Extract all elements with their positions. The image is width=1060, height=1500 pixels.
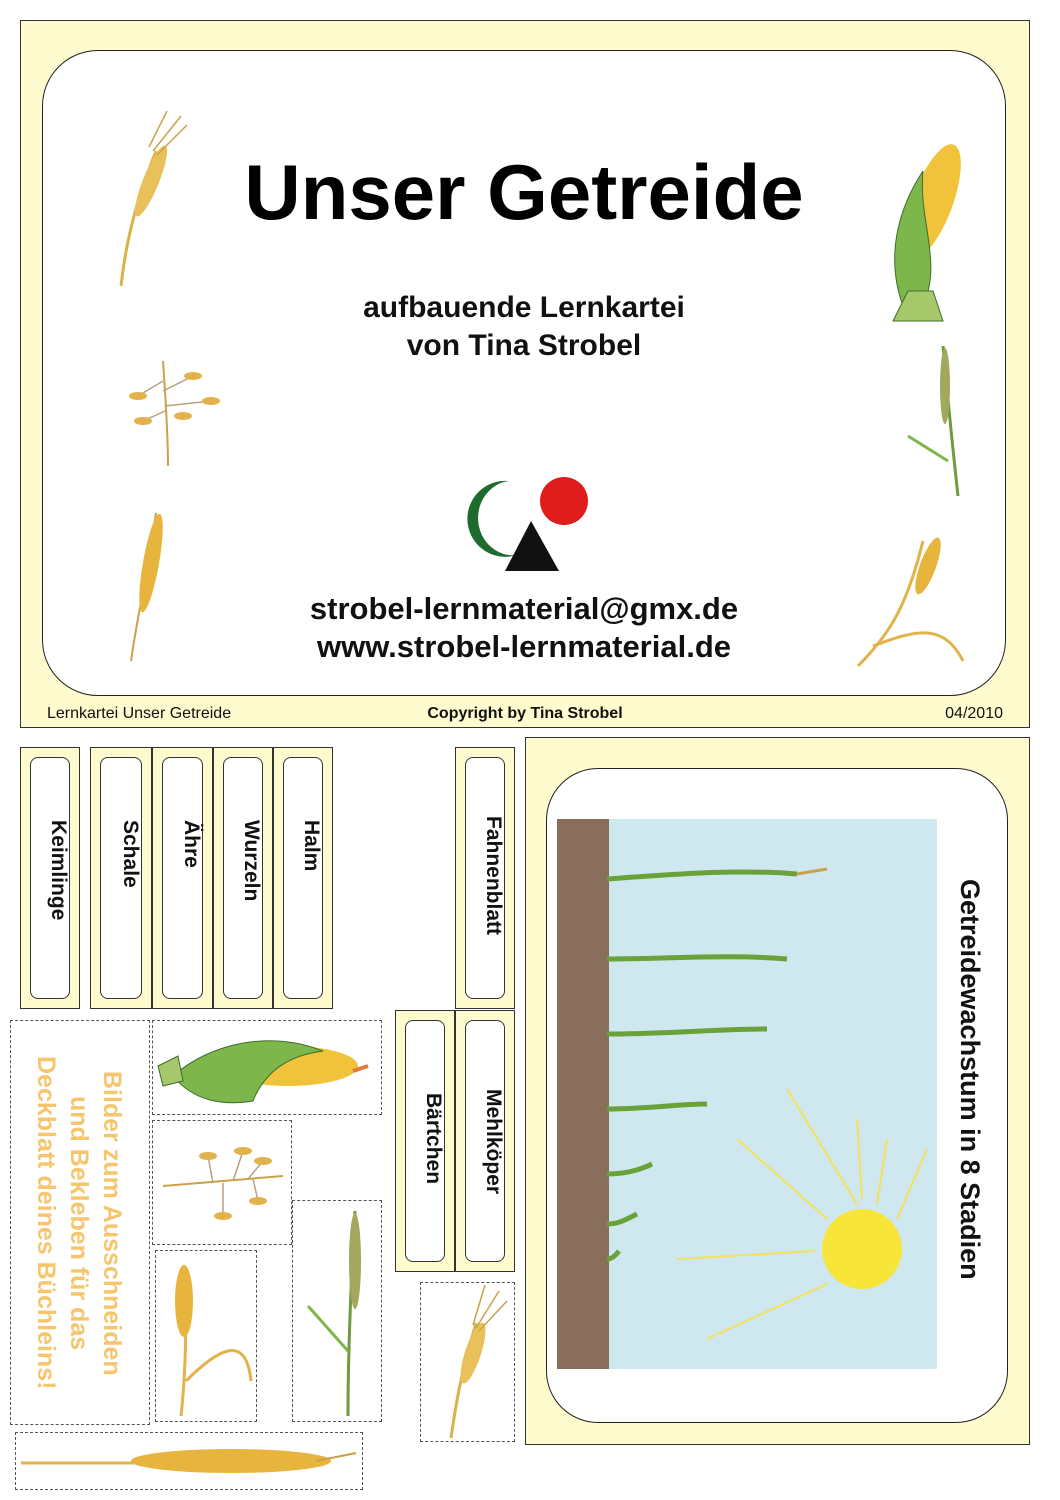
footer-date: 04/2010 [945,705,1003,722]
growth-stages-illustration [557,819,937,1369]
label-card-fahnenblatt[interactable]: Fahnenblatt [455,747,515,1009]
wheat-stalk-icon [856,537,965,668]
label-card-keimlinge[interactable]: Keimlinge [20,747,80,1009]
oat-icon [162,1147,284,1220]
barley-ear-icon [119,111,188,287]
label-text: Ähre [180,820,203,868]
cutout-corn[interactable] [152,1020,382,1115]
page-title: Unser Getreide [244,148,804,236]
label-text: Wurzeln [240,820,263,902]
label-text: Halm [300,820,323,872]
footer-copyright: Copyright by Tina Strobel [427,705,623,722]
subtitle-line-2: von Tina Strobel [406,329,642,362]
label-card-inner: Halm [283,757,323,999]
cutout-instructions-text: Bilder zum Ausschneiden und Bekleben für… [29,1033,128,1413]
seedling-icon [606,869,798,1262]
label-card-inner: Mehlköper [465,1020,505,1262]
cutout-barley[interactable] [420,1282,515,1442]
rye-ear-icon [907,345,960,497]
label-card-schale[interactable]: Schale [90,747,152,1009]
label-card-baertchen[interactable]: Bärtchen [395,1010,455,1272]
note-line-1: Bilder zum Ausschneiden [98,1070,126,1376]
corn-cob-icon [892,144,961,322]
label-card-inner: Schale [100,757,142,999]
note-line-2: und Bekleben für das [65,1095,93,1351]
cutout-instructions: Bilder zum Ausschneiden und Bekleben für… [10,1020,150,1425]
label-card-mehlkoeper[interactable]: Mehlköper [455,1010,515,1272]
barley-ear-icon [449,1284,508,1439]
label-text: Mehlköper [482,1089,505,1195]
cutout-rye[interactable] [292,1200,382,1422]
growth-card: Getreidewachstum in 8 Stadien [525,737,1030,1445]
email-link[interactable]: strobel-lernmaterial@gmx.de [309,591,739,626]
label-text: Schale [119,820,142,888]
label-card-aehre[interactable]: Ähre [152,747,213,1009]
label-card-wurzeln[interactable]: Wurzeln [213,747,273,1009]
wheat-stalk-icon [175,1265,253,1417]
growth-stages-label: Getreidewachstum in 8 Stadien [955,879,985,1280]
note-line-3: Deckblatt deines Büchleins! [32,1056,60,1390]
label-text: Fahnenblatt [482,816,505,935]
corn-cob-icon [157,1040,369,1104]
label-card-halm[interactable]: Halm [273,747,333,1009]
logo-icon [467,477,588,571]
title-card-inner: Unser Getreide aufbauende Lernkartei von… [42,50,1006,696]
rye-ear-icon [306,1210,361,1417]
cutout-wheat-stalk[interactable] [155,1250,257,1422]
wheat-ear-icon [21,1449,357,1473]
footer-left: Lernkartei Unser Getreide [47,705,232,722]
cutout-oat[interactable] [152,1120,292,1245]
label-card-inner: Ähre [162,757,203,999]
wheat-ear-icon [130,512,163,662]
label-card-inner: Bärtchen [405,1020,445,1262]
oat-icon [129,360,220,467]
subtitle-line-1: aufbauende Lernkartei [363,291,685,324]
label-text: Keimlinge [47,820,70,921]
title-card: Unser Getreide aufbauende Lernkartei von… [20,20,1030,728]
label-card-inner: Wurzeln [223,757,263,999]
sun-icon [676,1088,928,1340]
label-card-inner: Keimlinge [30,757,70,999]
cutout-wheat-ear[interactable] [15,1432,363,1490]
label-text: Bärtchen [422,1093,445,1185]
website-link[interactable]: www.strobel-lernmaterial.de [316,629,732,664]
growth-card-inner: Getreidewachstum in 8 Stadien [546,768,1008,1423]
label-card-inner: Fahnenblatt [465,757,505,999]
